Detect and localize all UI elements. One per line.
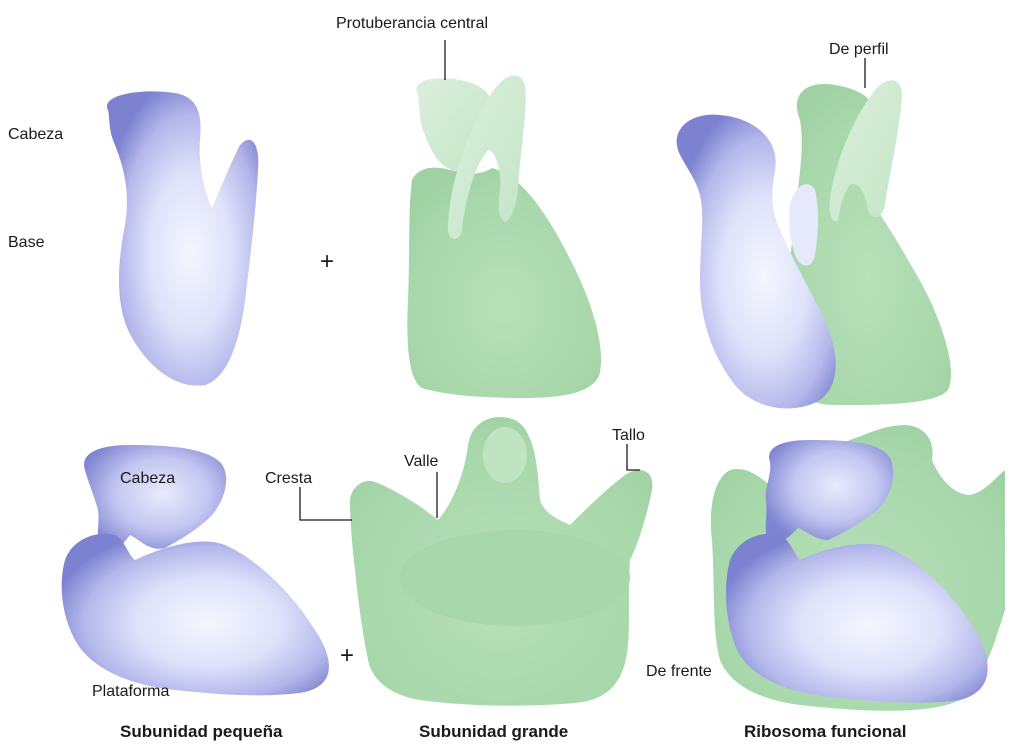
caption-large-subunit: Subunidad grande bbox=[419, 722, 568, 742]
ribosome-side bbox=[677, 80, 951, 408]
large-subunit-side bbox=[407, 75, 601, 398]
label-de-perfil: De perfil bbox=[829, 41, 889, 59]
plus-sign-top: + bbox=[320, 250, 334, 274]
caption-small-subunit: Subunidad pequeña bbox=[120, 722, 282, 742]
label-valle: Valle bbox=[404, 453, 438, 471]
small-subunit-side bbox=[107, 91, 258, 385]
label-protuberancia-central: Protuberancia central bbox=[336, 15, 488, 33]
caption-functional-ribosome: Ribosoma funcional bbox=[744, 722, 906, 742]
ribosome-front bbox=[711, 425, 1005, 711]
label-base: Base bbox=[8, 234, 44, 252]
large-subunit-front bbox=[350, 417, 652, 706]
label-tallo: Tallo bbox=[612, 427, 645, 445]
label-cresta: Cresta bbox=[265, 470, 312, 488]
label-plataforma: Plataforma bbox=[92, 683, 169, 701]
label-cabeza-bottom: Cabeza bbox=[120, 470, 175, 488]
label-de-frente: De frente bbox=[646, 663, 712, 681]
leader-tallo bbox=[627, 444, 640, 470]
label-cabeza-top: Cabeza bbox=[8, 126, 63, 144]
plus-sign-bottom: + bbox=[340, 644, 354, 668]
leader-cresta bbox=[300, 487, 352, 520]
